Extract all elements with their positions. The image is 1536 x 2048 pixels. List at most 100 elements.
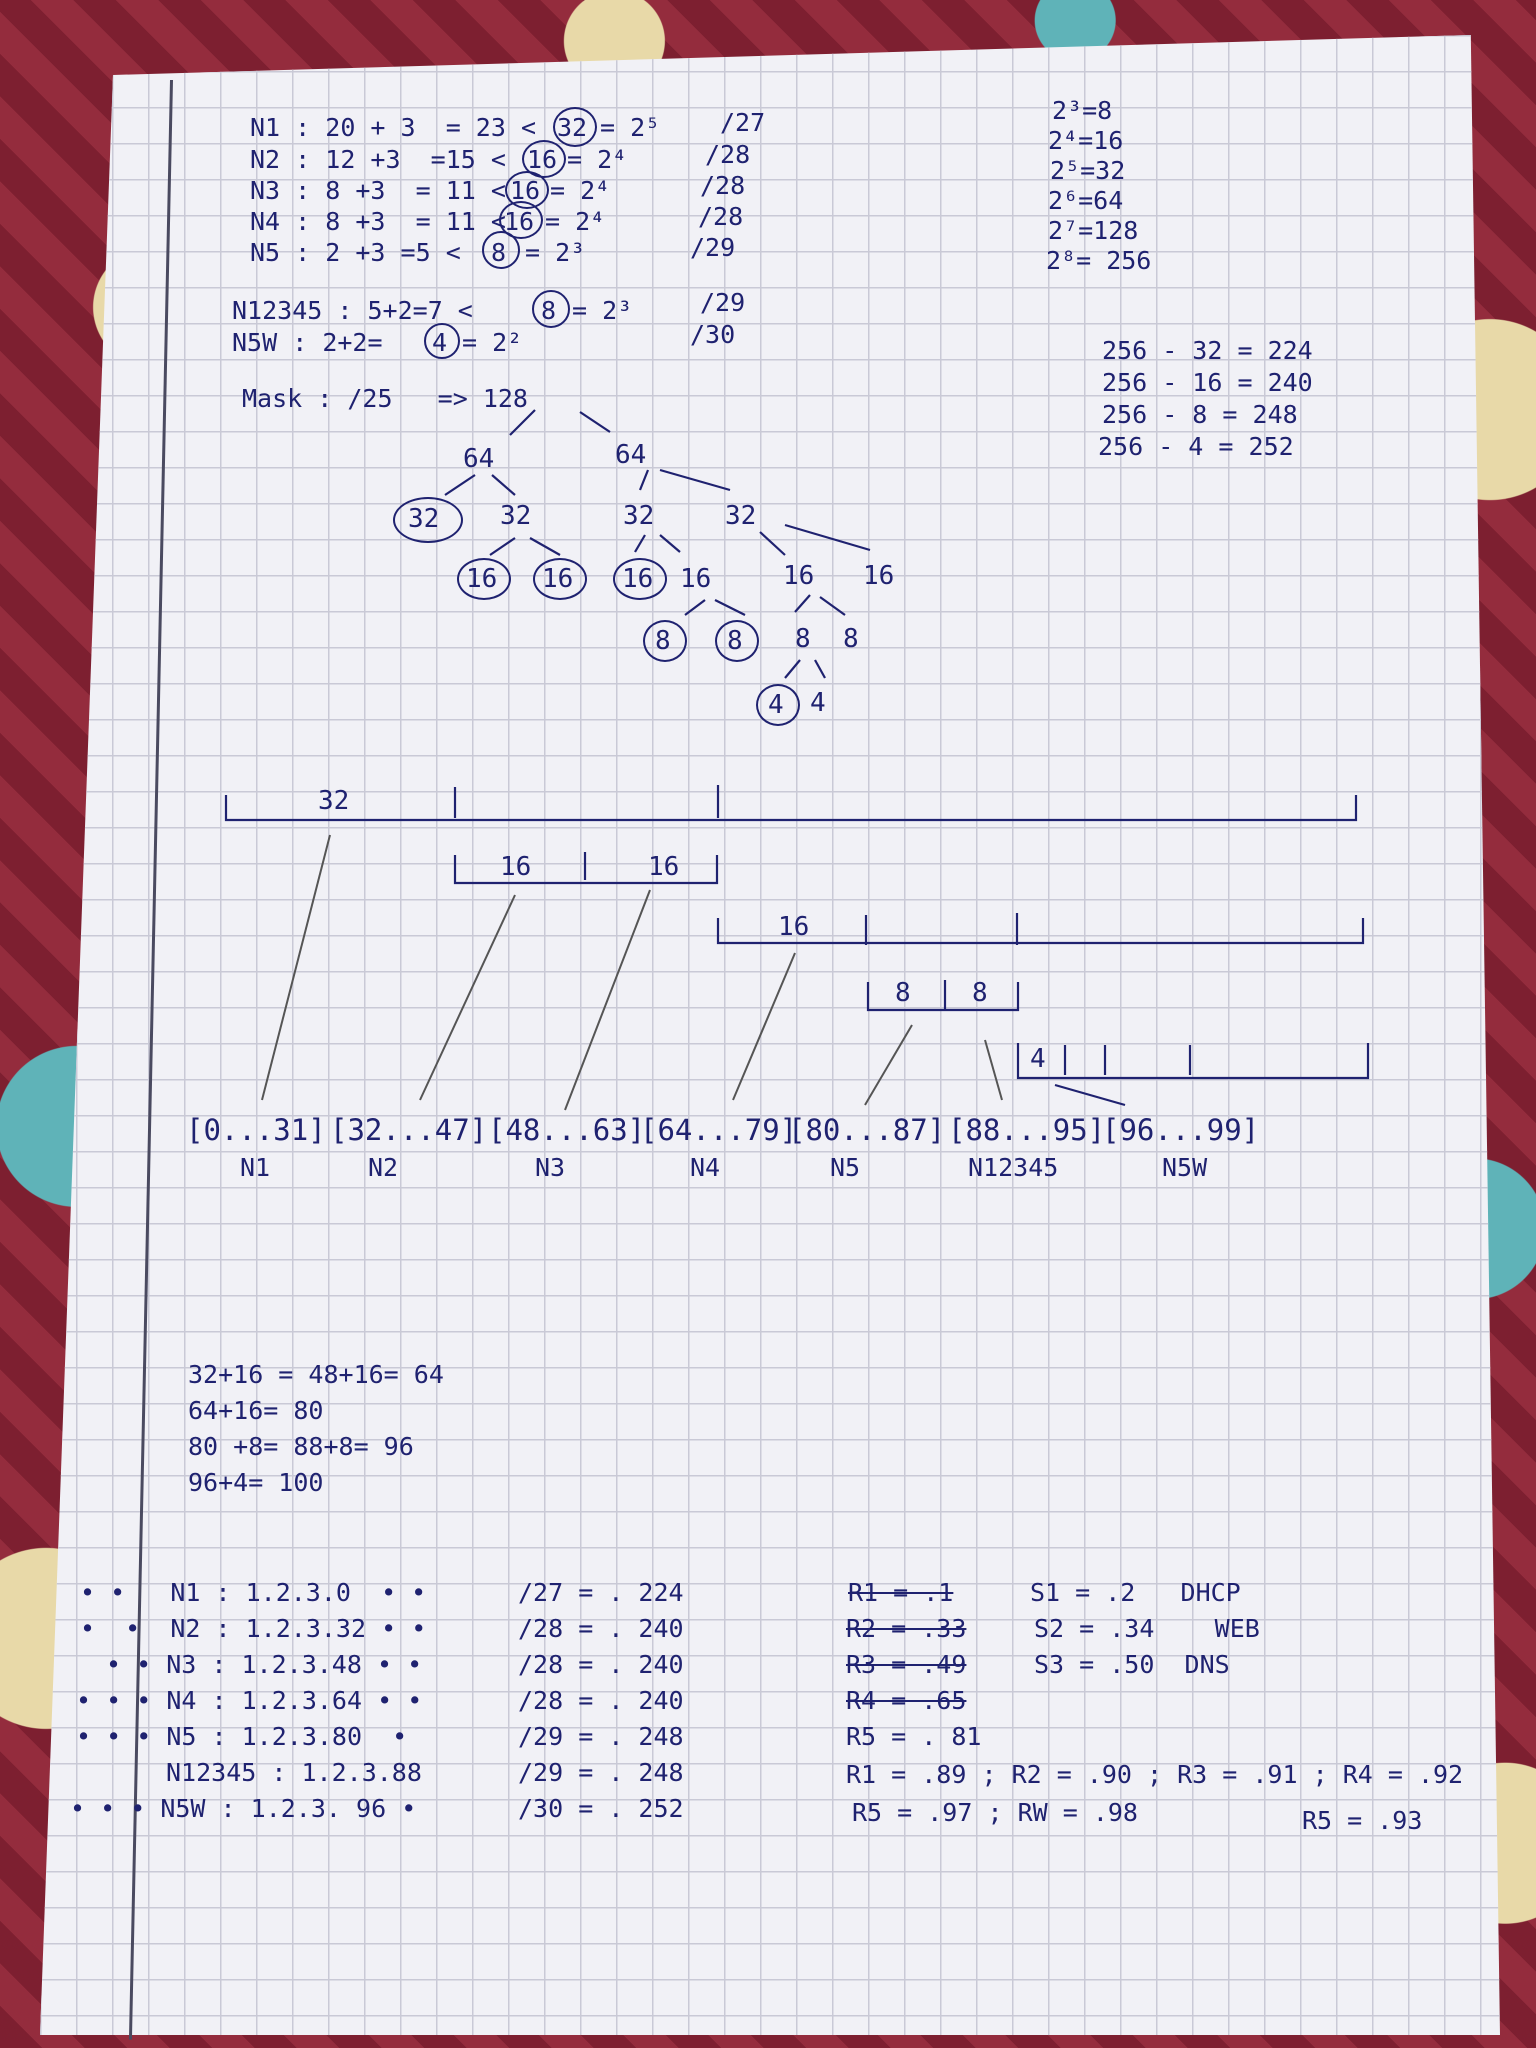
router-old: R4 = .65: [846, 1686, 967, 1715]
subnet-row: N4 : 8 +3 = 11 <: [250, 207, 506, 236]
tree-node: 16: [466, 564, 498, 594]
circle-mark: [715, 620, 759, 662]
subnet-prefix: /28: [705, 140, 751, 169]
address-mask: /28 = . 240: [518, 1686, 684, 1715]
link-prefix: /30: [690, 320, 736, 349]
link-row: N12345 : 5+2=7 <: [232, 296, 473, 325]
wan-r5: R5 = .93: [1302, 1806, 1423, 1835]
subnet-prefix: /27: [720, 108, 766, 137]
subnet-row: N5 : 2 +3 =5 <: [250, 238, 461, 267]
tree-node: 4: [768, 690, 784, 720]
circle-mark: [482, 231, 520, 269]
block-label: 16: [778, 912, 810, 942]
range-net: N5W: [1162, 1153, 1208, 1182]
sum-line: 80 +8= 88+8= 96: [188, 1432, 414, 1461]
subnet-power: = 2⁵: [600, 113, 661, 142]
link-power: = 2²: [462, 328, 523, 357]
subnet-circled: 32: [557, 113, 588, 142]
subnet-prefix: /29: [690, 233, 736, 262]
address-row: • • • N5 : 1.2.3.80 •: [76, 1722, 408, 1751]
power-item: 2⁵=32: [1050, 156, 1126, 185]
address-row: • • N3 : 1.2.3.48 • •: [106, 1650, 423, 1679]
tree-node: 32: [725, 501, 757, 531]
address-mask: /30 = . 252: [518, 1794, 684, 1823]
power-item: 2⁷=128: [1048, 216, 1139, 245]
mask-calc: 256 - 16 = 240: [1102, 368, 1313, 397]
tree-node: 64: [615, 440, 647, 470]
tree-node: 16: [783, 561, 815, 591]
sum-line: 96+4= 100: [188, 1468, 324, 1497]
subnet-row: N1 : 20 + 3 = 23 <: [250, 113, 536, 142]
mask-calc: 256 - 8 = 248: [1102, 400, 1298, 429]
circle-mark: [643, 620, 687, 662]
range-label: [32...47]: [330, 1113, 488, 1147]
router-old: R2 = .33: [846, 1614, 967, 1643]
tree-node: 8: [655, 626, 671, 656]
wan-line: R1 = .89 ; R2 = .90 ; R3 = .91 ; R4 = .9…: [846, 1760, 1464, 1789]
subnet-power: = 2⁴: [567, 145, 628, 174]
router-old: R1 = .1: [848, 1578, 954, 1607]
range-net: N4: [690, 1153, 721, 1182]
block-label: 4: [1030, 1044, 1046, 1074]
address-mask: /28 = . 240: [518, 1650, 684, 1679]
power-item: 2⁶=64: [1048, 186, 1124, 215]
circle-mark: [424, 323, 460, 359]
tree-node: 64: [463, 444, 495, 474]
circle-mark: [393, 497, 463, 543]
mask-label: Mask : /25 => 128: [242, 384, 528, 413]
block-label: 8: [895, 978, 911, 1008]
link-row: N5W : 2+2=: [232, 328, 383, 357]
subnet-power: = 2⁴: [545, 207, 606, 236]
tree-node: 16: [542, 564, 574, 594]
tree-node: 32: [500, 501, 532, 531]
circle-mark: [533, 558, 587, 600]
address-row: N12345 : 1.2.3.88: [166, 1758, 422, 1787]
subnet-row: N3 : 8 +3 = 11 <: [250, 176, 506, 205]
tree-node: 16: [680, 564, 712, 594]
range-label: [64...79]: [640, 1113, 798, 1147]
server-item: S2 = .34 WEB: [1034, 1614, 1260, 1643]
address-row: • • • N5W : 1.2.3. 96 •: [70, 1794, 417, 1823]
address-mask: /27 = . 224: [518, 1578, 684, 1607]
server-item: S3 = .50 DNS: [1034, 1650, 1230, 1679]
range-label: [48...63]: [488, 1113, 646, 1147]
link-circled: 8: [541, 296, 557, 325]
tree-node: 8: [795, 624, 811, 654]
address-mask: /29 = . 248: [518, 1722, 684, 1751]
server-item: S1 = .2 DHCP: [1030, 1578, 1241, 1607]
circle-mark: [553, 107, 597, 147]
link-prefix: /29: [700, 288, 746, 317]
link-power: = 2³: [572, 296, 633, 325]
tree-node: 32: [623, 501, 655, 531]
address-row: • • N2 : 1.2.3.32 • •: [80, 1614, 427, 1643]
subnet-circled: 16: [527, 145, 558, 174]
tree-node: 16: [622, 564, 654, 594]
address-mask: /28 = . 240: [518, 1614, 684, 1643]
range-net: N2: [368, 1153, 399, 1182]
power-item: 2⁴=16: [1048, 126, 1124, 155]
subnet-power: = 2³: [525, 238, 586, 267]
address-row: • • N1 : 1.2.3.0 • •: [80, 1578, 427, 1607]
mask-calc: 256 - 4 = 252: [1098, 432, 1294, 461]
mask-calc: 256 - 32 = 224: [1102, 336, 1313, 365]
circle-mark: [613, 558, 667, 600]
range-net: N5: [830, 1153, 861, 1182]
range-net: N1: [240, 1153, 271, 1182]
tree-node: 8: [843, 624, 859, 654]
circle-mark: [499, 201, 543, 239]
sum-line: 32+16 = 48+16= 64: [188, 1360, 444, 1389]
range-label: [0...31]: [186, 1113, 326, 1147]
block-label: 8: [972, 978, 988, 1008]
tree-node: 8: [727, 626, 743, 656]
sum-line: 64+16= 80: [188, 1396, 324, 1425]
tree-node: 16: [863, 561, 895, 591]
tree-node: 4: [810, 688, 826, 718]
subnet-circled: 8: [491, 238, 507, 267]
subnet-circled: 16: [504, 207, 535, 236]
router-old: R3 = .49: [846, 1650, 967, 1679]
subnet-prefix: /28: [700, 171, 746, 200]
circle-mark: [457, 558, 511, 600]
subnet-row: N2 : 12 +3 =15 <: [250, 145, 506, 174]
range-label: [96...99]: [1102, 1113, 1260, 1147]
subnet-prefix: /28: [698, 202, 744, 231]
